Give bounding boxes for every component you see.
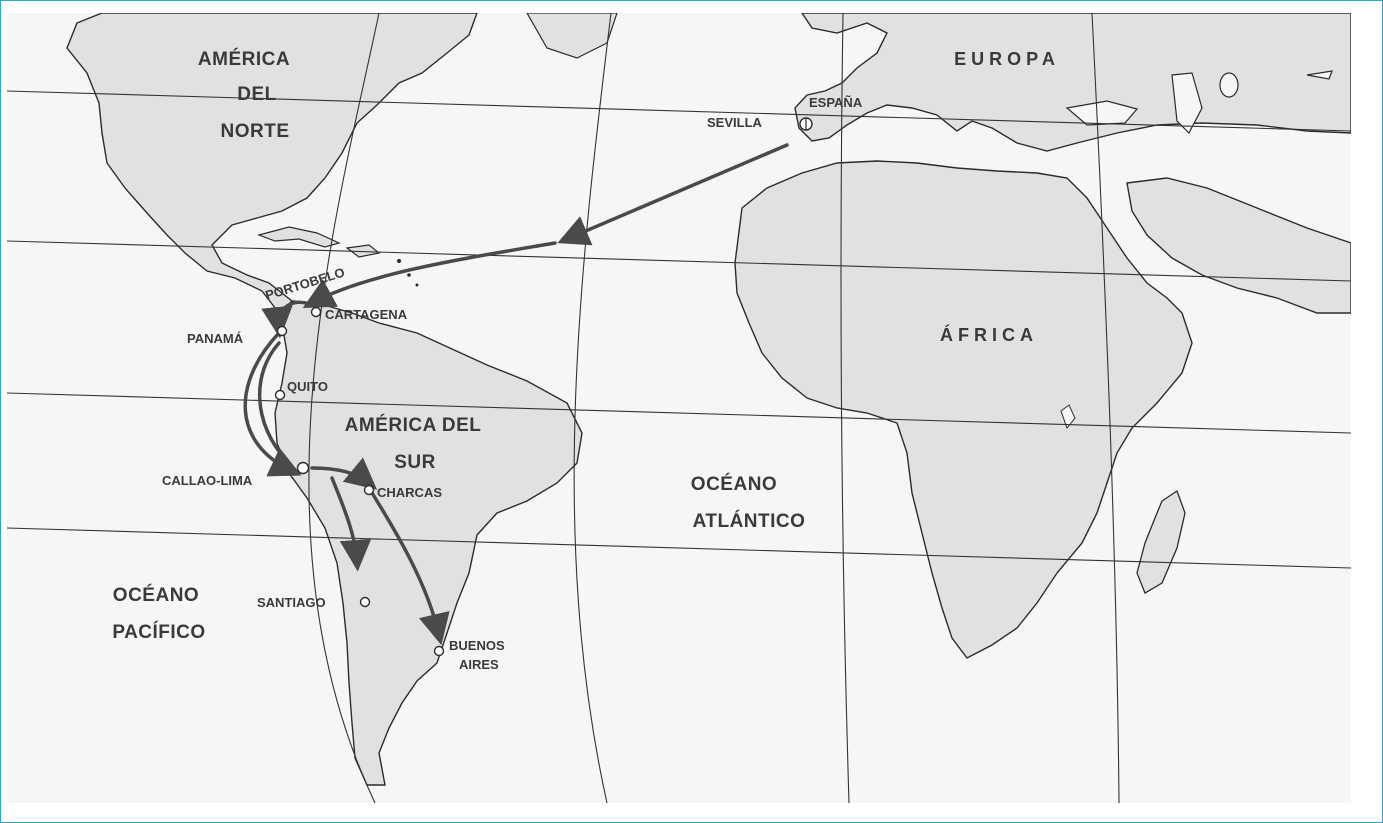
label-north-america-1: AMÉRICA (198, 48, 290, 70)
route-callao-charcas (310, 457, 378, 490)
label-callao-lima: CALLAO-LIMA (162, 473, 253, 488)
trade-routes (243, 143, 789, 646)
label-espana: ESPAÑA (809, 95, 863, 110)
route-portobelo-panama (261, 300, 319, 339)
route-sevilla-atlantic (557, 143, 789, 246)
caspian-sea (1171, 72, 1203, 135)
panama-marker (276, 325, 288, 337)
label-europe: EUROPA (954, 49, 1060, 69)
label-africa: ÁFRICA (940, 324, 1038, 345)
cartagena-marker (310, 306, 322, 318)
label-north-america-2: DEL (237, 84, 277, 105)
label-charcas: CHARCAS (377, 485, 442, 500)
south-america-landmass (274, 300, 583, 786)
buenos-aires-marker (433, 645, 445, 657)
north-america-landmass (66, 13, 478, 315)
cuba-island (257, 226, 341, 248)
madagascar-island (1136, 490, 1186, 594)
route-atlantic-portobelo (302, 241, 557, 309)
label-atlantic-2: ATLÁNTICO (693, 510, 806, 532)
label-panama: PANAMÁ (187, 331, 244, 346)
route-callao-santiago (330, 476, 372, 572)
africa-landmass (734, 160, 1193, 659)
route-callao-panama-inner (258, 341, 289, 463)
label-south-america-2: SUR (394, 452, 436, 473)
label-south-america-1: AMÉRICA DEL (345, 414, 482, 436)
santiago-marker (359, 596, 371, 608)
hispaniola-island (345, 244, 381, 258)
label-buenos-aires-2: AIRES (459, 657, 499, 672)
label-sevilla: SEVILLA (707, 115, 763, 130)
route-charcas-buenos-aires (367, 486, 450, 646)
label-buenos-aires-1: BUENOS (449, 638, 505, 653)
label-atlantic-1: OCÉANO (691, 473, 777, 495)
label-quito: QUITO (287, 379, 328, 394)
label-pacific-1: OCÉANO (113, 584, 199, 606)
greenland-landmass (526, 13, 618, 59)
black-sea (1065, 100, 1139, 126)
label-pacific-2: PACÍFICO (112, 621, 205, 643)
route-panama-callao-outer (243, 331, 302, 477)
label-cartagena: CARTAGENA (325, 307, 408, 322)
label-santiago: SANTIAGO (257, 595, 326, 610)
label-north-america-3: NORTE (221, 121, 290, 142)
callao-lima-marker (296, 461, 310, 475)
charcas-marker (363, 484, 375, 496)
quito-marker (274, 389, 286, 401)
route-map: AMÉRICA DEL NORTE EUROPA ÁFRICA AMÉRICA … (7, 13, 1351, 803)
